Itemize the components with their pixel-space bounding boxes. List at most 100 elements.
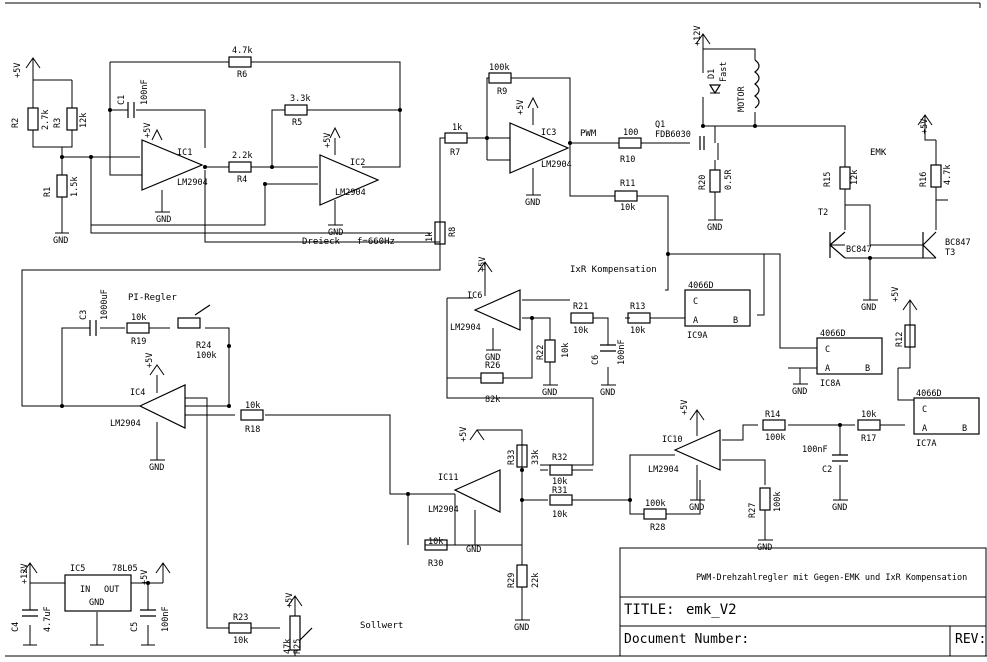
- resistor-R18: [240, 409, 264, 421]
- opamps-IC4-ref-label: IC4: [130, 388, 145, 398]
- labels: +5V +5V +5V +5V +12V +5V +5V +5V +5V +5V…: [11, 26, 986, 654]
- components-R28-ref-label: R28: [650, 523, 665, 533]
- switch-IC9A: [684, 289, 751, 327]
- diode-D1: [708, 84, 722, 95]
- gnd-label: GND: [707, 223, 722, 233]
- components-R19-val-label: 10k: [131, 313, 146, 323]
- components-IC5-val-label: 78L05: [112, 564, 138, 574]
- resistor-R30: [424, 539, 448, 551]
- opamps-IC11-part-label: LM2904: [428, 505, 459, 515]
- rail-label: +5V: [459, 427, 469, 442]
- rail-label: +5V: [516, 100, 526, 115]
- switches-IC7A-ref-label: IC7A: [916, 439, 936, 449]
- switch-IC8A: [816, 337, 883, 375]
- components-R24-val-label: 100k: [196, 351, 216, 361]
- title_block-title_value-label: emk_V2: [686, 602, 737, 618]
- components-T3-val-label: BC847: [945, 238, 971, 248]
- components-C1-ref-label: C1: [117, 95, 127, 105]
- components-C5-ref-label: C5: [130, 622, 140, 632]
- resistor-R23: [228, 622, 252, 634]
- components-R30-ref-label: R30: [428, 559, 443, 569]
- resistor-R1: [56, 174, 68, 198]
- resistor-R26: [480, 372, 504, 384]
- rail-label: +5V: [478, 257, 488, 272]
- resistor-R28: [643, 508, 667, 520]
- rail-label: +12V: [20, 564, 30, 584]
- transistor-T3: [922, 231, 937, 259]
- switches-IC8A-part-label: 4066D: [820, 329, 846, 339]
- components-R32-val-label: 10k: [552, 477, 567, 487]
- annotations-sollwert-label: Sollwert: [360, 621, 403, 631]
- gnd-label: GND: [514, 623, 529, 633]
- capacitor-C1: [127, 102, 135, 118]
- components-R1-val-label: 1.5k: [70, 177, 80, 197]
- switches-IC8A-pin_b-label: B: [865, 364, 870, 374]
- resistor-R3: [66, 107, 78, 131]
- gnd-label: GND: [792, 387, 807, 397]
- components-R23-ref-label: R23: [233, 613, 248, 623]
- capacitors: [22, 102, 848, 617]
- switches-IC9A-pin_c-label: C: [693, 297, 698, 307]
- transistor-T2: [829, 231, 846, 259]
- components-R14-val-label: 100k: [765, 433, 785, 443]
- components-R28-val-label: 100k: [645, 499, 665, 509]
- resistor-R24: [177, 317, 201, 329]
- components-R3-val-label: 12k: [79, 113, 89, 128]
- opamp-IC3: [509, 122, 570, 174]
- components-R23-val-label: 10k: [233, 636, 248, 646]
- components-R31-ref-label: R31: [552, 486, 567, 496]
- components-R33-val-label: 33k: [531, 450, 541, 465]
- switches-IC9A-ref-label: IC9A: [687, 331, 707, 341]
- components-R5-val-label: 3.3k: [290, 94, 310, 104]
- resistor-R19: [126, 322, 150, 334]
- components-C3-val-label: 1000uF: [100, 289, 110, 320]
- resistor-R22: [544, 339, 556, 363]
- components-C5-val-label: 100nF: [161, 606, 171, 632]
- components-T2-ref-label: T2: [818, 208, 828, 218]
- components-R3-ref-label: R3: [53, 118, 63, 128]
- components-R25-ref-label: R25: [293, 639, 303, 654]
- opamps-IC6-part-label: LM2904: [450, 323, 481, 333]
- components-R10-ref-label: R10: [620, 155, 635, 165]
- resistor-R27: [759, 487, 771, 511]
- rail-label: +5V: [140, 570, 150, 585]
- components-R12-ref-label: R12: [895, 332, 905, 347]
- gnd-label: GND: [53, 236, 68, 246]
- resistor-R31: [549, 494, 573, 506]
- opamps-IC2-ref-label: IC2: [350, 158, 365, 168]
- components-R25-val-label: 47k: [283, 639, 293, 654]
- rail-label: +5V: [891, 287, 901, 302]
- resistor-R4: [228, 161, 252, 173]
- pot-R25-arrow: [299, 627, 313, 641]
- gnd-label: GND: [757, 543, 772, 553]
- rail-label: +5V: [323, 133, 333, 148]
- opamp-IC4: [138, 384, 186, 429]
- components-C6-ref-label: C6: [591, 355, 601, 365]
- components-R17-ref-label: R17: [861, 434, 876, 444]
- components-R20-val-label: 0.5R: [724, 169, 734, 190]
- resistor-R20: [709, 169, 721, 193]
- switches-IC9A-part-label: 4066D: [688, 281, 714, 291]
- resistor-R2: [27, 107, 39, 131]
- components-R18-ref-label: R18: [245, 425, 260, 435]
- gnd-label: GND: [466, 545, 481, 555]
- opamp-symbols: [138, 122, 721, 513]
- regulator_pins-in-label: IN: [80, 585, 90, 595]
- opamps-IC1-part-label: LM2904: [177, 178, 208, 188]
- components-R11-val-label: 10k: [620, 203, 635, 213]
- resistor-R9: [488, 72, 512, 84]
- resistor-R10: [618, 137, 642, 149]
- components-R29-ref-label: R29: [507, 573, 517, 588]
- components-R7-val-label: 1k: [452, 123, 462, 133]
- opamps-IC3-part-label: LM2904: [541, 160, 572, 170]
- switches-IC7A-part-label: 4066D: [916, 389, 942, 399]
- components-R2-val-label: 2.7k: [41, 110, 51, 130]
- components-R10-val-label: 100: [623, 128, 638, 138]
- components-IC5-ref-label: IC5: [70, 564, 85, 574]
- resistor-R6: [228, 56, 252, 68]
- rail-label: +5V: [143, 123, 153, 138]
- opamp-IC1: [141, 139, 204, 191]
- power-stage: [194, 59, 937, 641]
- opamp-IC6: [473, 289, 521, 331]
- components-R21-val-label: 10k: [573, 326, 588, 336]
